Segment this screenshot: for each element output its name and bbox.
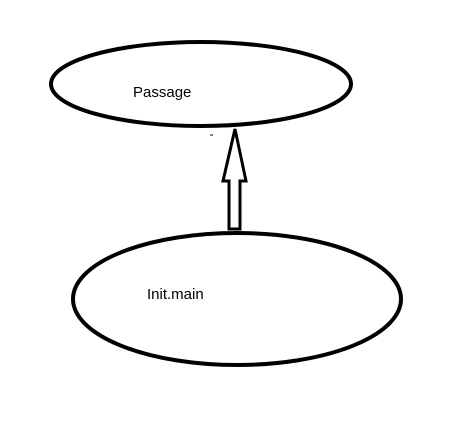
node-passage-label: Passage bbox=[133, 84, 191, 101]
hollow-arrow-up-icon bbox=[221, 128, 248, 231]
node-passage: Passage bbox=[49, 40, 353, 128]
node-init-main-ellipse bbox=[71, 231, 403, 367]
node-init-main-label: Init.main bbox=[147, 286, 204, 303]
node-init-main: Init.main bbox=[71, 231, 403, 367]
edge-init-main-to-passage bbox=[221, 128, 248, 231]
node-passage-ellipse bbox=[49, 40, 353, 128]
